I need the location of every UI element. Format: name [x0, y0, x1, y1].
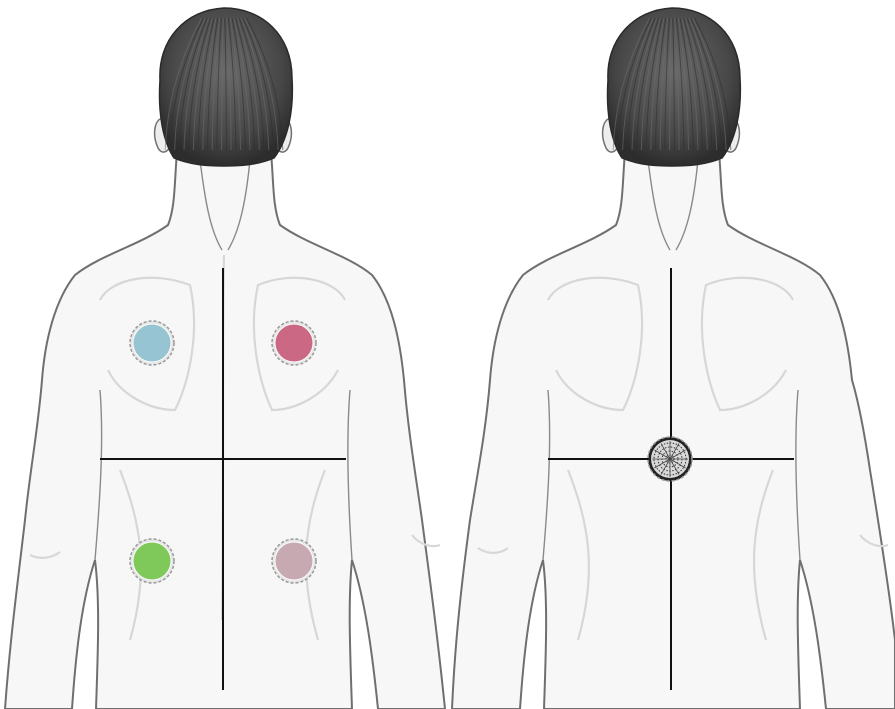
- lower-left-quadrant-marker: [130, 539, 174, 583]
- left-body-silhouette: [5, 140, 445, 709]
- upper-right-quadrant-marker: [272, 321, 316, 365]
- lower-right-quadrant-marker: [272, 539, 316, 583]
- right-back-figure: [452, 8, 895, 709]
- center-marker: [648, 437, 692, 481]
- left-back-figure: [5, 8, 445, 709]
- left-head: [155, 8, 293, 166]
- right-head: [603, 8, 741, 166]
- right-torso: [452, 140, 895, 709]
- left-torso: [5, 140, 445, 709]
- right-body-silhouette: [452, 140, 895, 709]
- upper-left-quadrant-marker: [130, 321, 174, 365]
